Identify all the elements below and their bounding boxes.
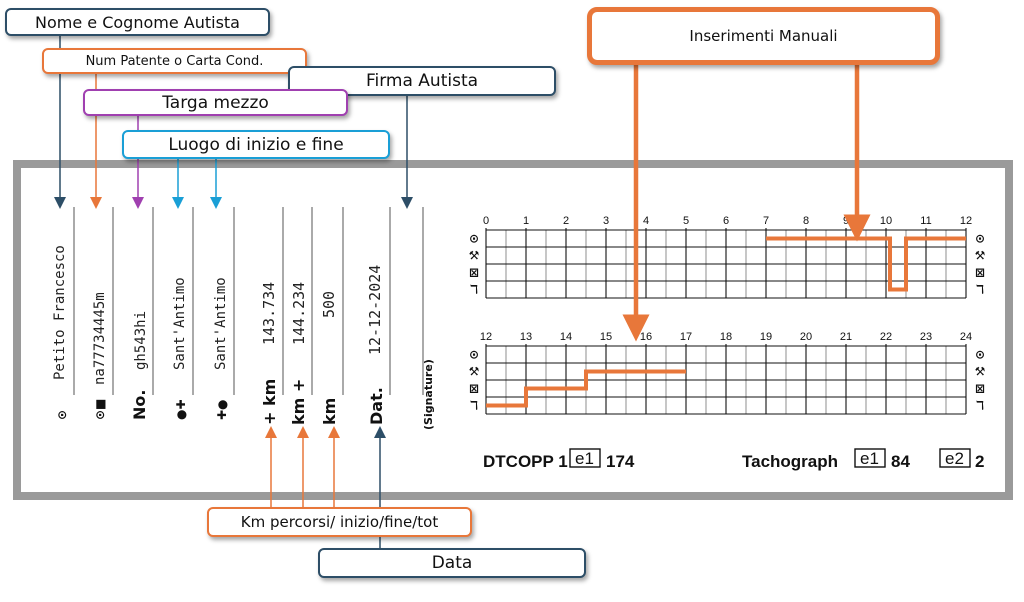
- footer-right-num1: 84: [891, 452, 910, 471]
- label-plate: Targa mezzo: [83, 89, 348, 116]
- footer-right-mark1-box: [854, 448, 886, 468]
- card-icon: ⊙■: [93, 399, 107, 420]
- activity-icon-left: ⊠: [469, 382, 479, 396]
- footer-left-num: 174: [606, 452, 635, 471]
- label-manual-entries-text: Inserimenti Manuali: [689, 27, 838, 45]
- start-place-icon: ●✚: [174, 399, 188, 420]
- hour-tick-label: 15: [600, 331, 612, 343]
- hour-tick-label: 16: [640, 331, 652, 343]
- activity-icon-left: ℸ: [470, 399, 478, 413]
- driver-icon: ⊙: [55, 410, 69, 420]
- km-start-printed: + km: [260, 379, 279, 425]
- footer-right-label: Tachograph: [742, 452, 838, 471]
- label-date-text: Data: [431, 553, 473, 573]
- plate-prefix-text: No.: [130, 390, 149, 420]
- hour-tick-label: 13: [520, 331, 532, 343]
- label-place: Luogo di inizio e fine: [122, 130, 390, 159]
- plate-prefix: No.: [130, 390, 149, 420]
- label-license-text: Num Patente o Carta Cond.: [85, 53, 264, 69]
- hour-tick-label: 18: [720, 331, 732, 343]
- footer-right-num2: 2: [975, 452, 984, 471]
- activity-icon-right: ℸ: [976, 283, 984, 297]
- hour-tick-label: 21: [840, 331, 852, 343]
- hour-tick-label: 8: [803, 215, 809, 227]
- activity-icon-right: ℸ: [976, 399, 984, 413]
- hour-tick-label: 20: [800, 331, 812, 343]
- footer-right-mark1: e1: [860, 449, 879, 468]
- hour-tick-label: 10: [880, 215, 892, 227]
- date-value: 12-12-2024: [366, 265, 384, 355]
- activity-icon-right: ⊠: [975, 266, 985, 280]
- label-date: Data: [318, 548, 586, 578]
- activity-icon-left: ⊠: [469, 266, 479, 280]
- km-start-value: 143.734: [260, 282, 278, 345]
- label-place-text: Luogo di inizio e fine: [168, 134, 344, 155]
- footer-left-label: DTCOPP 1: [483, 452, 568, 471]
- label-plate-text: Targa mezzo: [162, 92, 269, 113]
- footer-left-mark-box: [569, 448, 601, 468]
- hour-tick-label: 23: [920, 331, 932, 343]
- activity-icon-right: ⊙: [975, 232, 985, 246]
- activity-icon-right: ⊠: [975, 382, 985, 396]
- hour-tick-label: 22: [880, 331, 892, 343]
- label-manual-entries: Inserimenti Manuali: [587, 7, 940, 65]
- label-driver-name: Nome e Cognome Autista: [5, 8, 270, 36]
- hour-tick-label: 24: [960, 331, 972, 343]
- activity-icon-right: ⚒: [975, 249, 986, 263]
- km-total-printed: km: [320, 398, 339, 425]
- plate-value: gh543hi: [133, 311, 149, 370]
- hour-tick-label: 7: [763, 215, 769, 227]
- end-place-icon: ✚●: [215, 399, 229, 420]
- label-license: Num Patente o Carta Cond.: [42, 48, 307, 74]
- hour-tick-label: 0: [483, 215, 489, 227]
- activity-icon-right: ⚒: [975, 365, 986, 379]
- hour-tick-label: 17: [680, 331, 692, 343]
- hour-tick-label: 6: [723, 215, 729, 227]
- hour-tick-label: 19: [760, 331, 772, 343]
- label-signature-text: Firma Autista: [365, 71, 479, 91]
- footer-right-mark2: e2: [945, 449, 964, 468]
- label-driver-name-text: Nome e Cognome Autista: [35, 12, 240, 32]
- activity-icon-left: ⊙: [469, 232, 479, 246]
- form-printed-labels: ⊙ ⊙■ No. ●✚ ✚● + km km + km Dat. (Signat…: [55, 359, 435, 430]
- driver-name-value: Petito Francesco: [52, 245, 68, 380]
- hour-tick-label: 4: [643, 215, 649, 227]
- footer-left-mark: e1: [575, 449, 594, 468]
- activity-icon-left: ⚒: [469, 249, 480, 263]
- hour-tick-label: 12: [960, 215, 972, 227]
- start-place-value: Sant'Antimo: [172, 277, 188, 370]
- km-end-value: 144.234: [290, 282, 308, 345]
- label-km: Km percorsi/ inizio/fine/tot: [207, 507, 472, 537]
- date-printed: Dat.: [367, 387, 386, 425]
- activity-series-line: [486, 369, 686, 408]
- form-column-lines: [73, 207, 424, 395]
- card-paper: [21, 168, 1005, 492]
- activity-icon-right: ⊙: [975, 348, 985, 362]
- hour-tick-label: 12: [480, 331, 492, 343]
- hour-tick-label: 14: [560, 331, 572, 343]
- km-end-printed: km +: [289, 379, 308, 425]
- footer-right-mark2-box: [939, 448, 971, 468]
- hour-tick-label: 11: [920, 215, 931, 227]
- hour-tick-label: 1: [523, 215, 529, 227]
- activity-icon-left: ⊙: [469, 348, 479, 362]
- end-place-value: Sant'Antimo: [213, 277, 229, 370]
- signature-printed: (Signature): [422, 359, 435, 430]
- chart-footer: DTCOPP 1 e1 174 Tachograph e1 84 e2 2: [483, 448, 984, 471]
- hour-tick-label: 9: [843, 215, 849, 227]
- hour-tick-label: 2: [563, 215, 569, 227]
- km-total-value: 500: [320, 291, 338, 318]
- hour-tick-label: 3: [603, 215, 609, 227]
- activity-icon-left: ℸ: [470, 283, 478, 297]
- label-km-text: Km percorsi/ inizio/fine/tot: [240, 513, 439, 531]
- hour-tick-label: 5: [683, 215, 689, 227]
- activity-icon-left: ⚒: [469, 365, 480, 379]
- license-value: na77734445m: [92, 292, 108, 385]
- form-handwritten-values: Petito Francesco na77734445m gh543hi San…: [52, 245, 384, 385]
